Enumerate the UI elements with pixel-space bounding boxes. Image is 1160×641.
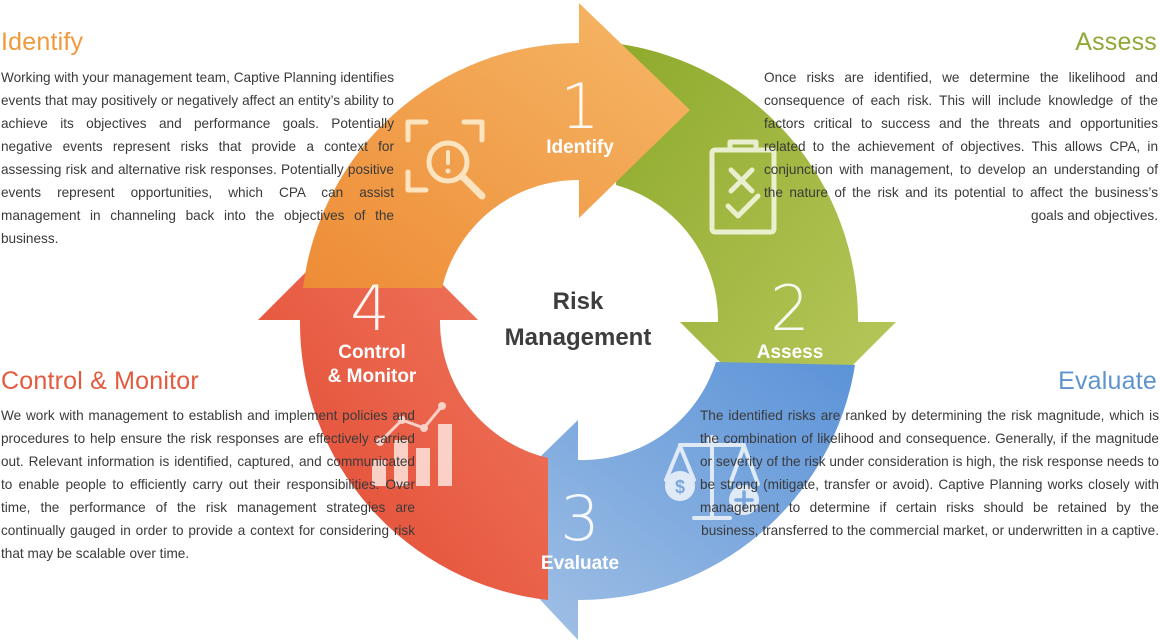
assess-description: Once risks are identified, we determine … bbox=[764, 70, 1158, 223]
stage-number-1: 1 bbox=[560, 70, 599, 143]
center-title-line2: Management bbox=[505, 324, 652, 351]
evaluate-heading: Evaluate bbox=[1058, 367, 1157, 395]
stage-number-3: 3 bbox=[560, 482, 599, 555]
assess-heading: Assess bbox=[1075, 28, 1157, 56]
evaluate-arrow bbox=[470, 362, 855, 640]
bar-chart-trend-icon bbox=[372, 402, 452, 486]
center-title-line1: Risk bbox=[553, 288, 604, 315]
stage-number-4: 4 bbox=[350, 272, 389, 345]
stage-label-control: Control bbox=[338, 342, 406, 363]
balance-scale-icon: $ bbox=[664, 435, 760, 520]
magnifier-alert-icon bbox=[405, 119, 486, 200]
identify-heading: Identify bbox=[1, 28, 84, 56]
clipboard-checklist-icon bbox=[709, 139, 777, 235]
control-monitor-description: We work with management to establish and… bbox=[1, 408, 415, 561]
stage-number-2: 2 bbox=[770, 272, 809, 345]
identify-description: Working with your management team, Capti… bbox=[1, 70, 394, 246]
stage-label-assess: Assess bbox=[757, 342, 824, 363]
evaluate-description: The identified risks are ranked by deter… bbox=[700, 408, 1159, 538]
control-monitor-arrow bbox=[258, 210, 548, 600]
stage-label-evaluate: Evaluate bbox=[541, 553, 619, 574]
stage-label-identify: Identify bbox=[546, 137, 614, 158]
assess-arrow bbox=[616, 44, 896, 430]
stage-label-monitor: & Monitor bbox=[328, 366, 417, 387]
control-monitor-heading: Control & Monitor bbox=[1, 367, 199, 395]
svg-text:$: $ bbox=[675, 477, 685, 497]
identify-arrow bbox=[303, 3, 690, 288]
